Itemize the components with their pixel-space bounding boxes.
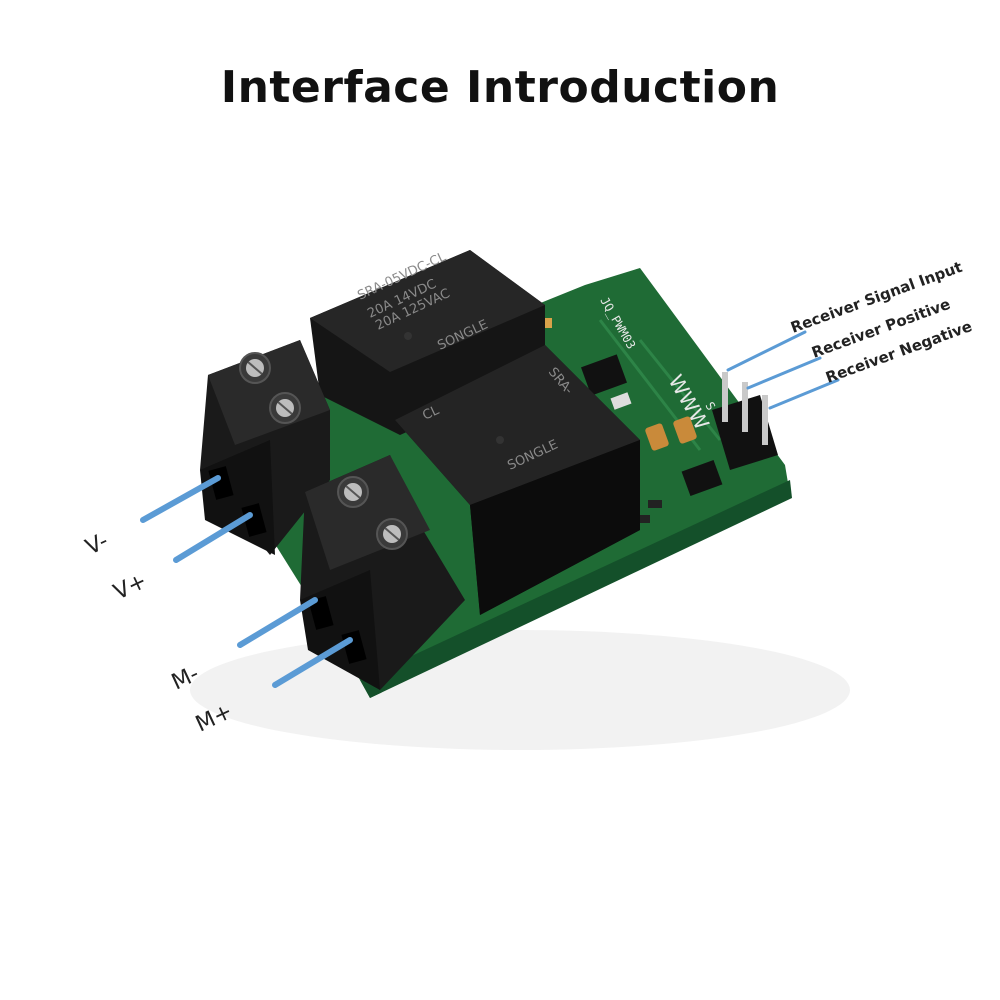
transistor — [681, 459, 723, 497]
capacitor-2 — [673, 416, 697, 444]
led — [540, 318, 552, 328]
terminal-block-v — [200, 340, 330, 555]
leader-m-minus — [237, 597, 318, 648]
label-v-minus: V- — [82, 529, 112, 561]
smd-resistor-2 — [636, 515, 650, 523]
leader-v-plus — [173, 512, 253, 563]
relay-2: SRA- CL SONGLE — [395, 345, 640, 615]
board-shadow — [190, 630, 850, 750]
leader-m-plus — [272, 637, 353, 688]
smd-resistor-1 — [648, 500, 662, 508]
page-title: Interface Introduction — [220, 62, 780, 113]
relay-2-suffix: CL — [420, 403, 442, 424]
terminal-block-m — [300, 455, 465, 690]
pin-header — [712, 372, 778, 470]
leader-receiver-signal — [726, 330, 807, 372]
leader-v-minus — [140, 475, 221, 523]
leader-receiver-negative — [768, 378, 840, 410]
capacitor-1 — [645, 423, 669, 451]
leader-lines — [140, 475, 353, 688]
leader-lines-receiver — [726, 330, 840, 410]
label-v-plus: V+ — [110, 569, 151, 606]
leader-receiver-positive — [746, 356, 822, 390]
smd-diode — [610, 392, 632, 410]
ic-chip — [581, 354, 627, 396]
relay-1: SRA-05VDC-CL 20A 14VDC 20A 125VAC SONGLE — [310, 249, 545, 435]
